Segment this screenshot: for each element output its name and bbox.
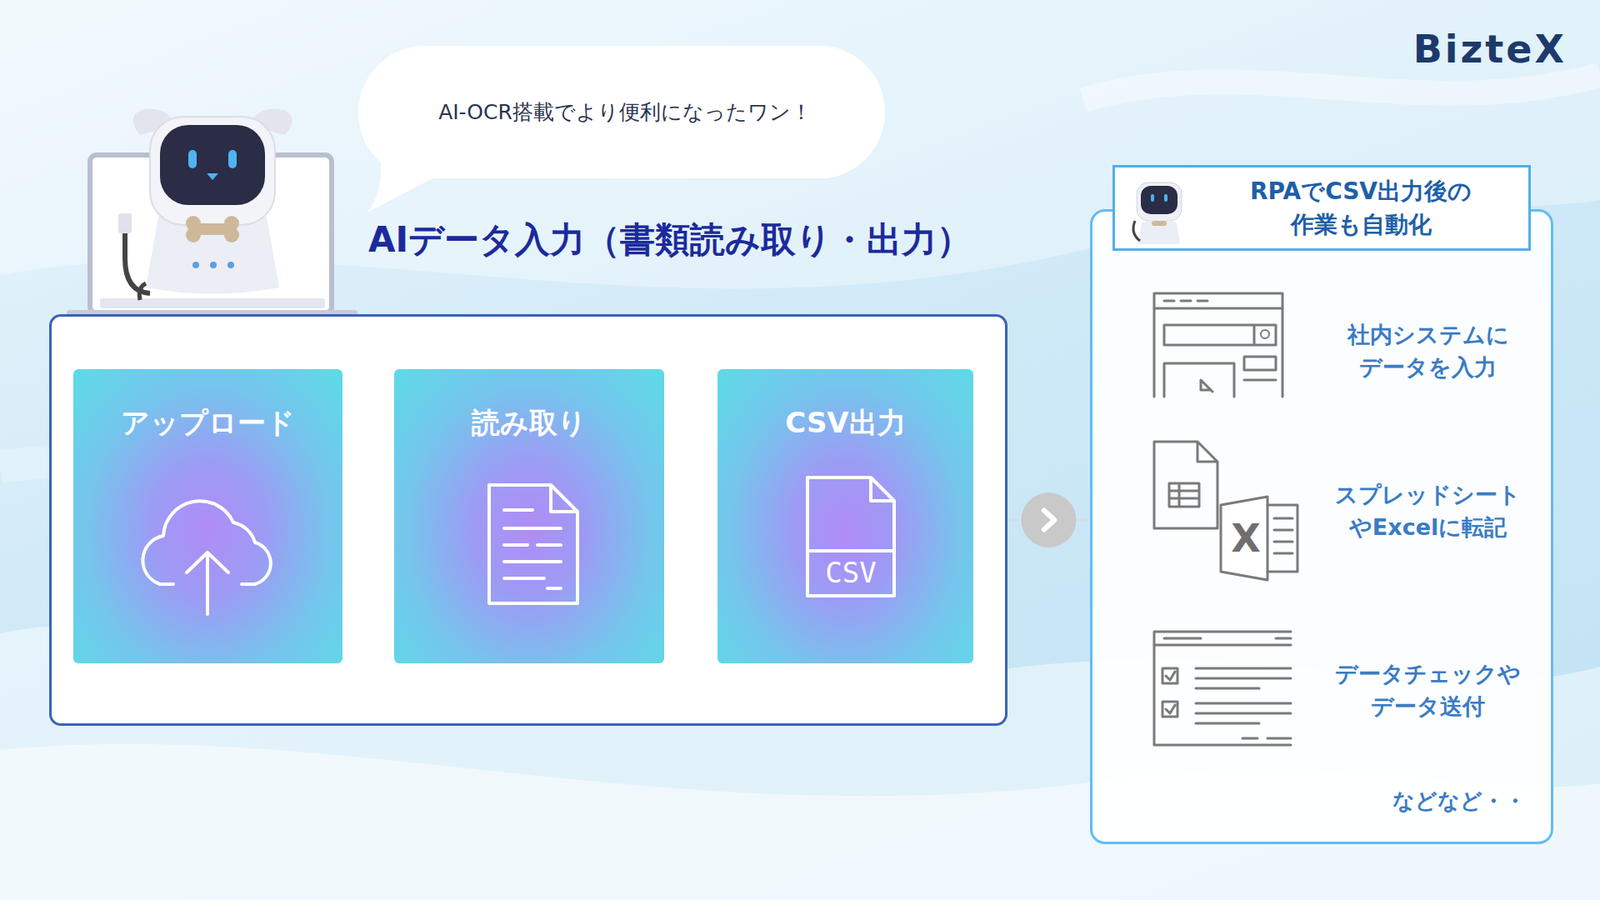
decor-path: [1044, 510, 1055, 530]
speech-bubble: AI-OCR搭載でより便利になったワン！: [357, 45, 893, 179]
decor-path: [1200, 380, 1213, 392]
decor-path: [1138, 220, 1180, 245]
brand-logo: BizteX: [1413, 26, 1567, 72]
process-label: CSV出力: [717, 404, 974, 443]
group-heading: AIデータ入力（書類読み取り・出力）: [368, 216, 972, 264]
file-type-label: CSV: [804, 554, 898, 591]
process-box: 読み取り: [394, 369, 665, 664]
decor-rect: [188, 150, 197, 169]
process-box: アップロード: [73, 369, 343, 664]
decor-path: [489, 485, 578, 604]
process-label: 読み取り: [394, 404, 665, 443]
decor-circle: [1260, 330, 1270, 339]
decor-line: [1010, 519, 1087, 521]
decor-path: [186, 552, 229, 615]
decor-path: [125, 225, 150, 294]
decor-rect: [1150, 194, 1155, 202]
process-icon: [130, 492, 285, 618]
decor-rect: [118, 213, 132, 234]
task-more: などなど・・: [1392, 786, 1526, 816]
decor-path: [1154, 300, 1283, 309]
decor-path: [504, 510, 561, 589]
decor-rect: [1136, 182, 1182, 221]
decor-path: [1162, 701, 1178, 717]
decor-rect: [150, 116, 275, 225]
task-text: データチェックや データ送付: [1309, 657, 1547, 723]
decor-rect: [1164, 194, 1168, 202]
decor-path: [358, 45, 885, 213]
decor-path: [206, 173, 219, 180]
decor-path: [1164, 325, 1276, 345]
decor-path: [1242, 737, 1291, 740]
decor-path: [1154, 441, 1218, 529]
decor-path: [1164, 356, 1276, 397]
task-icon: [1150, 290, 1286, 400]
decor-rect: [1140, 185, 1178, 215]
decor-circle: [224, 227, 240, 243]
task-icon: [1150, 438, 1301, 584]
decor-rect: [228, 150, 237, 169]
process-icon: [485, 481, 581, 607]
panel-heading: RPAでCSV出力後の 作業も自動化: [1206, 167, 1515, 249]
decor-path: [1083, 75, 1600, 100]
decor-circle: [192, 261, 200, 269]
decor-path: [1195, 668, 1291, 724]
decor-circle: [210, 261, 217, 269]
decor-path: [1220, 496, 1268, 580]
result-panel: RPAでCSV出力後の 作業も自動化社内システムに データを入力スプレッドシート…: [1090, 209, 1554, 845]
decor-circle: [227, 261, 235, 269]
bubble-shape: [357, 45, 893, 213]
decor-rect: [1151, 220, 1167, 226]
decor-path: [1154, 293, 1283, 397]
decor-path: [807, 549, 895, 553]
decor-path: [1267, 505, 1298, 572]
decor-rect: [100, 298, 325, 309]
decor-path: [1162, 668, 1178, 684]
task-text: 社内システムに データを入力: [1309, 318, 1547, 384]
decor-path: [1154, 631, 1291, 745]
decor-rect: [160, 125, 265, 205]
process-group-box: アップロード読み取りCSV出力CSVAIデータ入力（書類読み取り・出力）: [49, 314, 1008, 726]
excel-mark: X: [1227, 515, 1265, 562]
decor-path: [1133, 220, 1140, 241]
panel-header-box: RPAでCSV出力後の 作業も自動化: [1112, 165, 1531, 251]
bubble-text: AI-OCR搭載でより便利になったワン！: [357, 45, 893, 179]
task-text: スプレッドシート やExcelに転記: [1309, 478, 1547, 544]
decor-path: [1169, 483, 1200, 507]
flow-connector: [1010, 492, 1087, 548]
process-label: アップロード: [73, 404, 343, 443]
robot-icon: [1121, 170, 1197, 246]
decor-path: [1154, 638, 1291, 645]
task-icon: [1150, 628, 1297, 750]
decor-circle: [185, 227, 201, 243]
process-box: CSV出力 CSV: [717, 369, 974, 664]
decor-circle: [1021, 492, 1077, 548]
